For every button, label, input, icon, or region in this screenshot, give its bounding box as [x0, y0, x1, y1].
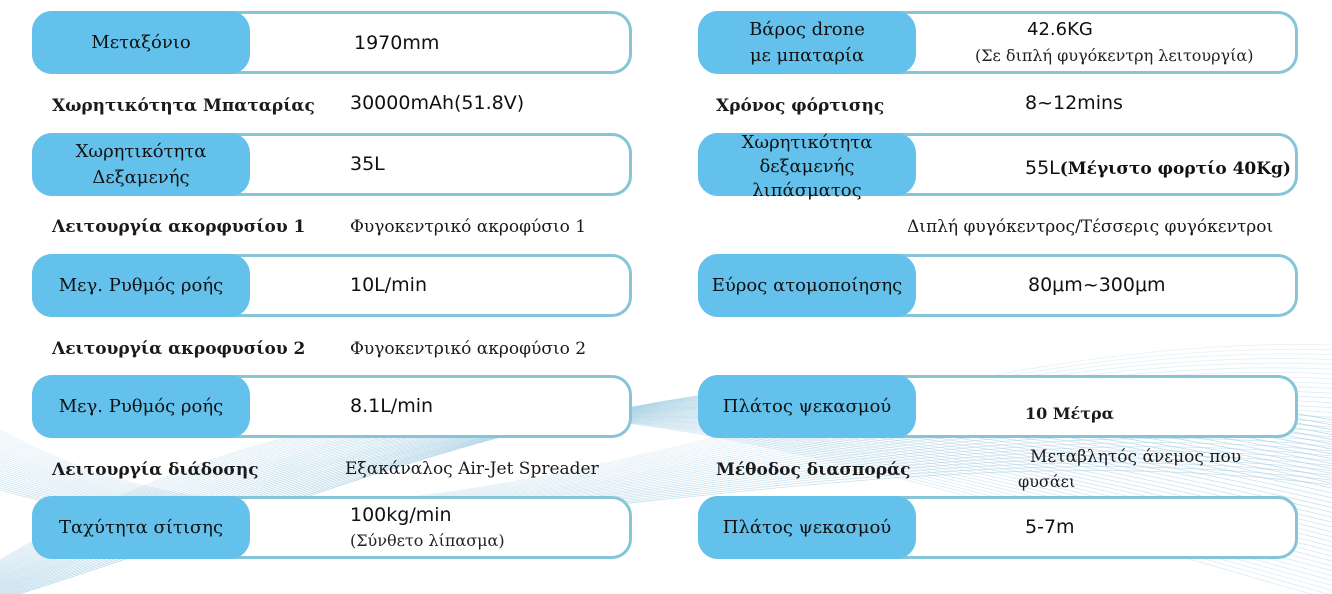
- wave-line: [0, 348, 1332, 505]
- spec-note-weight: (Σε διπλή φυγόκεντρη λειτουργία): [975, 46, 1254, 65]
- spec-label-dispersion: Μέθοδος διασποράς: [716, 460, 911, 480]
- spec-value-flow1: 10L/min: [350, 274, 427, 296]
- spec-value-dispersion-line1: Μεταβλητός άνεμος που: [1030, 447, 1242, 467]
- wave-line: [0, 344, 1332, 504]
- spec-label-fert-tank: Χωρητικότητα δεξαμενής λιπάσματος: [698, 132, 916, 201]
- spec-label-atomization: Εύρος ατομοποίησης: [698, 254, 916, 317]
- spec-value-spread: Εξακάναλος Air-Jet Spreader: [345, 459, 599, 479]
- spec-label-tank: Χωρητικότητα Δεξαμενής: [32, 133, 250, 196]
- spec-value-dispersion-line2: φυσάει: [1018, 472, 1076, 491]
- spec-label-charge: Χρόνος φόρτισης: [716, 96, 885, 116]
- spec-value-tank: 35L: [350, 153, 385, 175]
- spec-value-feed: 100kg/min: [350, 504, 452, 526]
- spec-value-fert-tank-extra: (Μέγιστο φορτίο 40Kg): [1059, 159, 1291, 179]
- spec-value-flow2: 8.1L/min: [350, 395, 434, 417]
- spec-value-spray-width1: 10 Μέτρα: [1025, 404, 1114, 423]
- spec-label-spread: Λειτουργία διάδοσης: [52, 460, 259, 480]
- spec-label-flow2: Μεγ. Ρυθμός ροής: [32, 375, 250, 438]
- spec-value-fert-tank: 55L(Μέγιστο φορτίο 40Kg): [1025, 157, 1291, 179]
- spec-label-wheelbase: Μεταξόνιο: [32, 11, 250, 74]
- spec-note-feed: (Σύνθετο λίπασμα): [350, 531, 505, 550]
- spec-value-fert-tank-main: 55L: [1025, 157, 1060, 179]
- spec-label-weight: Βάρος drone με μπαταρία: [698, 11, 916, 74]
- spec-label-battery: Χωρητικότητα Μπαταρίας: [52, 96, 315, 116]
- spec-label-nozzle1: Λειτουργία ακορφυσίου 1: [52, 217, 306, 237]
- wave-line: [0, 358, 1332, 507]
- spec-label-feed: Ταχύτητα σίτισης: [32, 496, 250, 559]
- spec-label-flow1: Μεγ. Ρυθμός ροής: [32, 254, 250, 317]
- spec-value-atomization: 80μm~300μm: [1028, 274, 1166, 296]
- spec-label-nozzle2: Λειτουργία ακροφυσίου 2: [52, 339, 306, 359]
- spec-value-nozzle2: Φυγοκεντρικό ακροφύσιο 2: [350, 339, 587, 359]
- spec-value-spray-width2: 5-7m: [1025, 516, 1075, 538]
- spec-value-nozzle1: Φυγοκεντρικό ακροφύσιο 1: [350, 217, 587, 237]
- spec-label-spray-width2: Πλάτος ψεκασμού: [698, 496, 916, 559]
- spec-value-centrifugal: Διπλή φυγόκεντρος/Τέσσερις φυγόκεντροι: [907, 217, 1274, 237]
- wave-line: [0, 353, 1332, 506]
- spec-label-spray-width1: Πλάτος ψεκασμού: [698, 375, 916, 438]
- spec-value-charge: 8~12mins: [1025, 92, 1123, 114]
- spec-value-battery: 30000mAh(51.8V): [350, 92, 525, 114]
- spec-value-wheelbase: 1970mm: [354, 32, 440, 54]
- spec-value-weight: 42.6KG: [1027, 19, 1093, 40]
